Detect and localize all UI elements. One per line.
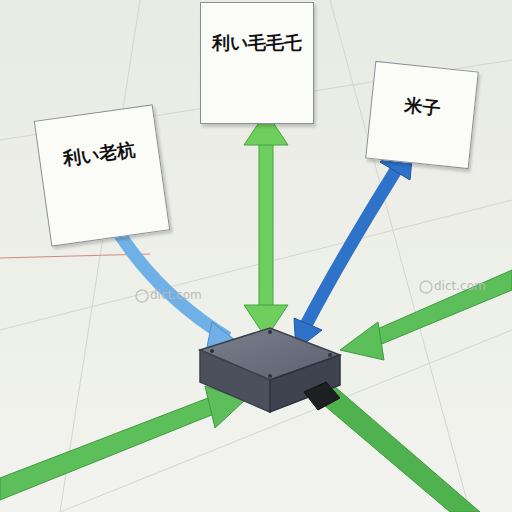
top-double-arrow [244,112,288,338]
card-text: 利い老杭 [62,137,137,171]
label-card: 米子 [365,61,479,169]
watermark-logo [420,281,432,293]
watermark: dict.com [150,288,202,302]
label-card: 利い老杭 [34,104,171,246]
right-double-arrow [294,138,414,350]
label-card: 利い毛毛乇 [200,2,314,124]
hub-box [200,328,340,412]
card-text: 米子 [404,93,442,121]
green-arrows [0,270,512,512]
watermark: dict.com [434,279,486,293]
card-text: 利い毛毛乇 [212,31,302,55]
watermark-logo [136,290,148,302]
